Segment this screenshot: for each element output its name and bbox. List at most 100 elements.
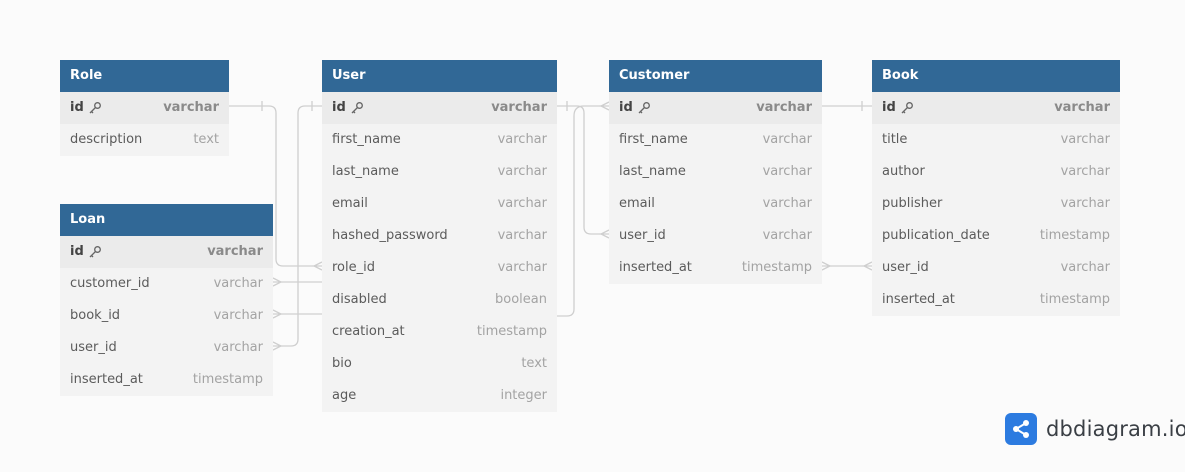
column-name-text: inserted_at (882, 292, 955, 307)
table-row[interactable]: customer_id varchar (60, 268, 273, 300)
column-type: varchar (207, 244, 263, 259)
column-name-text: author (882, 164, 925, 179)
column-name-text: book_id (70, 308, 121, 323)
key-icon (901, 102, 913, 114)
column-name-text: id (619, 100, 633, 115)
column-name-text: publisher (882, 196, 943, 211)
column-name-text: inserted_at (70, 372, 143, 387)
brand-watermark[interactable]: dbdiagram.io (1005, 413, 1185, 445)
column-name-text: inserted_at (619, 260, 692, 275)
column-name-text: email (619, 196, 655, 211)
column-name: hashed_password (332, 220, 448, 252)
column-name: age (332, 380, 356, 412)
column-name: last_name (332, 156, 399, 188)
column-type: varchar (213, 276, 263, 291)
column-name-text: age (332, 388, 357, 403)
column-name-text: title (882, 132, 908, 147)
column-name: first_name (332, 124, 401, 156)
column-type: timestamp (192, 372, 263, 387)
column-type: varchar (1060, 260, 1110, 275)
column-name-text: user_id (619, 228, 666, 243)
column-type: varchar (1060, 196, 1110, 211)
table-row[interactable]: role_id varchar (322, 252, 557, 284)
column-type: timestamp (741, 260, 812, 275)
crow-foot (599, 229, 610, 239)
table-row[interactable]: book_id varchar (60, 300, 273, 332)
column-type: text (193, 132, 219, 147)
column-name: customer_id (70, 268, 150, 300)
column-name: email (332, 188, 368, 220)
column-name: description (70, 124, 142, 156)
table-row[interactable]: user_id varchar (872, 252, 1120, 284)
column-name: id (619, 92, 651, 124)
table-header: Role (60, 60, 229, 92)
table-row[interactable]: hashed_password varchar (322, 220, 557, 252)
column-type: varchar (756, 100, 812, 115)
table-row[interactable]: id varchar (872, 92, 1120, 124)
column-name: creation_at (332, 316, 405, 348)
table-row[interactable]: publisher varchar (872, 188, 1120, 220)
column-type: varchar (213, 340, 263, 355)
table-row[interactable]: first_name varchar (322, 124, 557, 156)
column-name-text: user_id (882, 260, 929, 275)
column-type: varchar (1054, 100, 1110, 115)
column-type: varchar (213, 308, 263, 323)
column-type: boolean (495, 292, 547, 307)
column-type: timestamp (1039, 228, 1110, 243)
table-header: Customer (609, 60, 822, 92)
column-name-text: id (70, 100, 84, 115)
column-name-text: disabled (332, 292, 387, 307)
link-user-customer (557, 105, 609, 235)
table-row[interactable]: user_id varchar (60, 332, 273, 364)
table-row[interactable]: last_name varchar (609, 156, 822, 188)
column-type: varchar (497, 132, 547, 147)
table-row[interactable]: disabled boolean (322, 284, 557, 316)
column-name: last_name (619, 156, 686, 188)
table-row[interactable]: id varchar (609, 92, 822, 124)
column-type: varchar (762, 132, 812, 147)
crow-foot (272, 341, 283, 351)
column-name: book_id (70, 300, 120, 332)
column-type: text (521, 356, 547, 371)
key-icon (89, 102, 101, 114)
key-icon (89, 246, 101, 258)
table-row[interactable]: inserted_at timestamp (60, 364, 273, 396)
column-name: first_name (619, 124, 688, 156)
column-name-text: creation_at (332, 324, 405, 339)
column-name: id (882, 92, 914, 124)
column-name-text: role_id (332, 260, 375, 275)
column-type: varchar (762, 164, 812, 179)
table-row[interactable]: description text (60, 124, 229, 156)
column-name-text: first_name (332, 132, 401, 147)
column-type: varchar (497, 260, 547, 275)
column-name: author (882, 156, 925, 188)
table-row[interactable]: title varchar (872, 124, 1120, 156)
column-name-text: last_name (619, 164, 686, 179)
crow-foot (821, 261, 832, 271)
table-row[interactable]: first_name varchar (609, 124, 822, 156)
table-row[interactable]: inserted_at timestamp (609, 252, 822, 284)
column-name: inserted_at (882, 284, 955, 316)
column-name: user_id (70, 332, 117, 364)
column-name: id (332, 92, 364, 124)
column-type: varchar (497, 228, 547, 243)
column-type: varchar (1060, 132, 1110, 147)
